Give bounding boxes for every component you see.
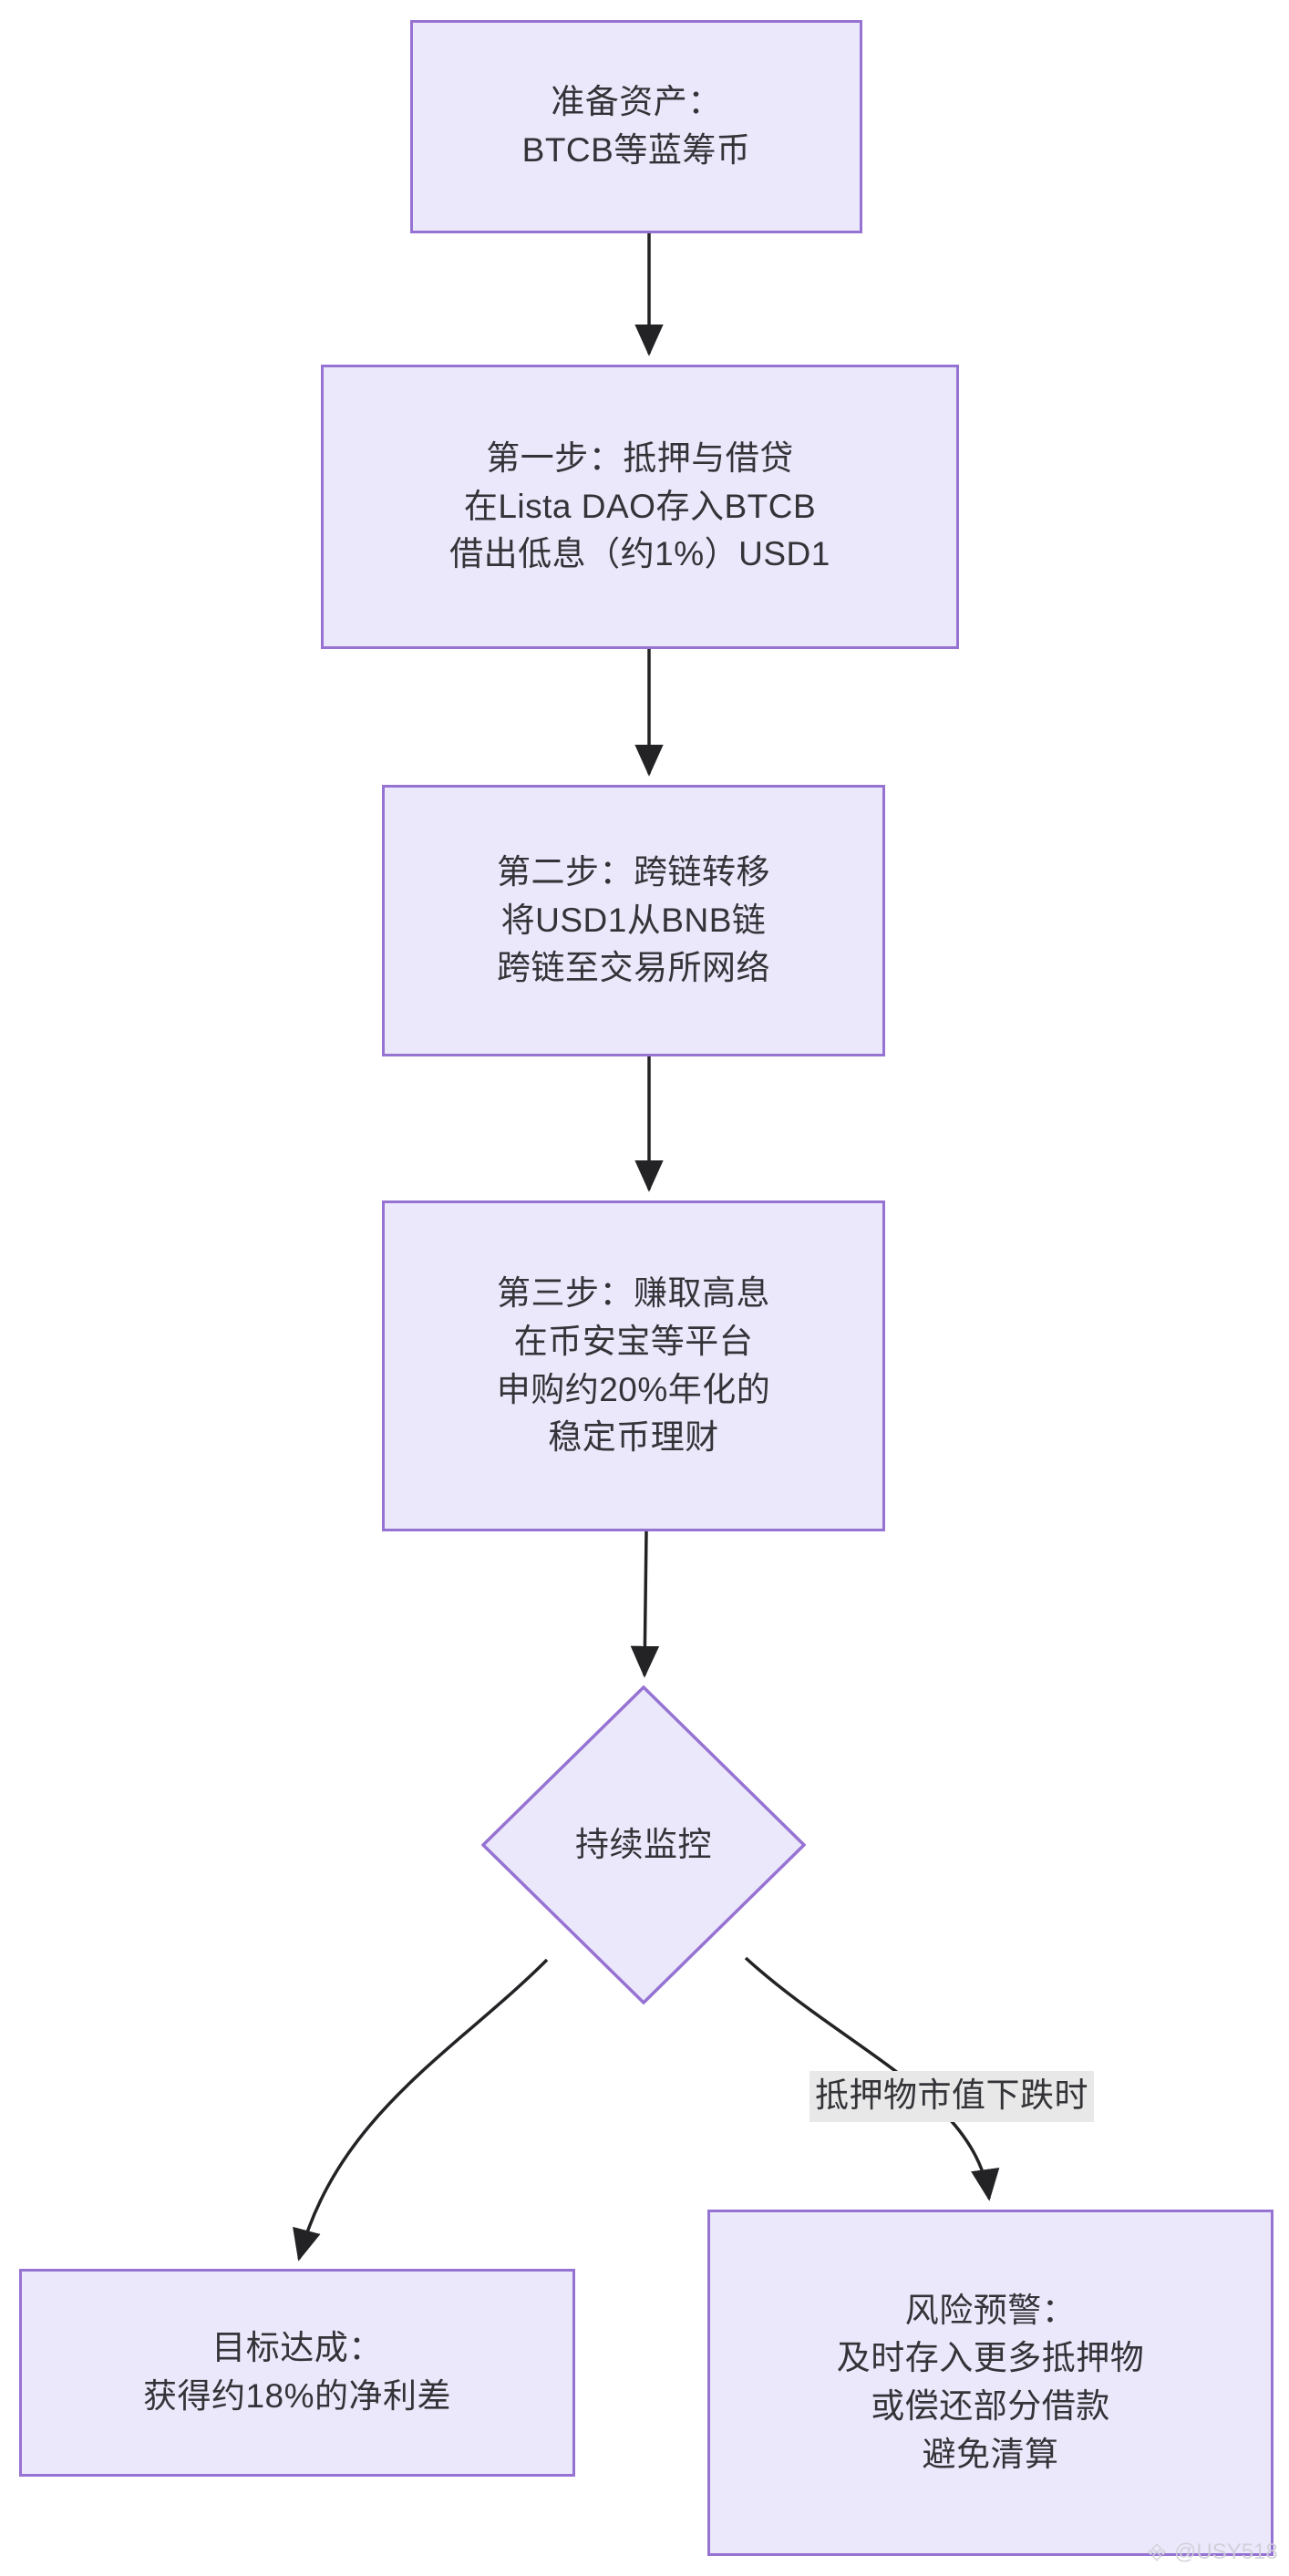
node-step3-label: 第三步：赚取高息 在币安宝等平台 申购约20%年化的 稳定币理财 [496, 1274, 771, 1457]
diamond-shape [481, 1685, 806, 2004]
edge-monitor-to-goal [293, 1958, 549, 2262]
edge-step3-to-monitor [630, 1530, 660, 1678]
node-goal-achieved-label: 目标达成： 获得约18%的净利差 [142, 2329, 452, 2415]
edge-label-collateral-drop: 抵押物市值下跌时 [809, 2071, 1094, 2123]
node-risk-warning[interactable]: 风险预警： 及时存入更多抵押物 或偿还部分借款 避免清算 [707, 2210, 1274, 2556]
node-step3-earn-yield[interactable]: 第三步：赚取高息 在币安宝等平台 申购约20%年化的 稳定币理财 [382, 1200, 885, 1531]
node-risk-warning-label: 风险预警： 及时存入更多抵押物 或偿还部分借款 避免清算 [836, 2291, 1145, 2473]
node-goal-achieved[interactable]: 目标达成： 获得约18%的净利差 [19, 2269, 575, 2477]
node-prepare-assets-label: 准备资产： BTCB等蓝筹币 [521, 83, 751, 169]
node-step2-label: 第二步：跨链转移 将USD1从BNB链 跨链至交易所网络 [497, 853, 770, 987]
node-continuous-monitoring[interactable]: 持续监控 [481, 1685, 806, 2004]
node-step1-collateral-borrow[interactable]: 第一步：抵押与借贷 在Lista DAO存入BTCB 借出低息（约1%）USD1 [321, 365, 959, 649]
node-prepare-assets[interactable]: 准备资产： BTCB等蓝筹币 [410, 20, 862, 233]
node-step2-cross-chain[interactable]: 第二步：跨链转移 将USD1从BNB链 跨链至交易所网络 [382, 785, 885, 1056]
node-step1-label: 第一步：抵押与借贷 在Lista DAO存入BTCB 借出低息（约1%）USD1 [449, 439, 830, 573]
node-continuous-monitoring-label: 持续监控 [575, 1826, 712, 1864]
